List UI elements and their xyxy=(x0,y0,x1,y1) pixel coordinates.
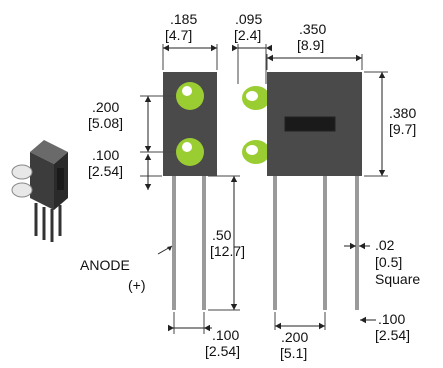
front-lens-top xyxy=(176,82,204,110)
iso-lens-bottom xyxy=(11,182,33,198)
front-lens-top-highlight xyxy=(182,86,192,96)
dimension-arrowhead xyxy=(204,324,210,332)
side-lead-mid xyxy=(323,176,327,310)
dimension-arrowhead xyxy=(378,72,386,78)
dimension-arrowhead xyxy=(144,184,152,190)
right-lead-in: .100 xyxy=(378,311,405,327)
dimension-arrowhead xyxy=(359,242,365,250)
dimension-arrowhead xyxy=(360,316,366,324)
side-lead-left xyxy=(273,176,277,310)
side-lead-right xyxy=(355,176,359,310)
front-lead-left xyxy=(172,176,176,310)
isometric-led-view xyxy=(11,140,68,242)
dimension-arrowhead xyxy=(356,54,362,62)
height-mm: [9.7] xyxy=(389,121,416,137)
side-lens-top-highlight xyxy=(246,91,258,101)
side-lead-mm: [5.1] xyxy=(280,345,307,361)
pitch-in: .200 xyxy=(92,99,119,115)
dimension-arrowhead xyxy=(275,322,281,330)
lead-len-in: .50 xyxy=(212,227,232,243)
front-lens-bottom xyxy=(176,138,204,166)
front-view xyxy=(163,72,217,310)
lead-len-mm: [12.7] xyxy=(210,243,245,259)
dimension-labels: .185 [4.7] .095 [2.4] .350 [8.9] .200 [5… xyxy=(80,11,420,361)
dimension-arrowhead xyxy=(144,146,152,152)
anode-label: ANODE xyxy=(80,257,130,273)
dimension-arrowhead xyxy=(211,44,217,52)
width-top-in: .185 xyxy=(170,11,197,27)
lead-spacing-mm: [2.54] xyxy=(205,343,240,359)
width-top-mm: [4.7] xyxy=(165,27,192,43)
right-lead-mm: [2.54] xyxy=(375,327,410,343)
dimension-arrowhead xyxy=(144,96,152,102)
iso-lens-top xyxy=(11,164,33,180)
dimension-arrowhead xyxy=(168,324,174,332)
lead-square-mm: [0.5] xyxy=(375,254,402,270)
lead-square-word: Square xyxy=(375,271,420,287)
front-lead-right xyxy=(202,176,206,310)
dimension-arrowhead xyxy=(378,170,386,176)
dimension-arrowhead xyxy=(232,44,238,52)
dimension-arrowhead xyxy=(230,176,238,182)
lower-mm: [2.54] xyxy=(88,163,123,179)
side-lead-in: .200 xyxy=(281,329,308,345)
dimension-arrowhead xyxy=(266,44,272,52)
iso-housing-front xyxy=(30,152,54,210)
lead-spacing-in: .100 xyxy=(212,327,239,343)
dimension-arrowhead xyxy=(230,304,238,310)
side-width-in: .350 xyxy=(299,21,326,37)
iso-housing-top xyxy=(30,140,68,164)
lower-in: .100 xyxy=(92,147,119,163)
side-slot xyxy=(284,116,336,132)
dimension-arrowhead xyxy=(144,154,152,160)
dimension-arrowhead xyxy=(163,44,169,52)
dimension-arrowhead xyxy=(267,54,273,62)
side-width-mm: [8.9] xyxy=(297,37,324,53)
dimension-arrowhead xyxy=(350,242,356,250)
side-view xyxy=(242,72,362,310)
iso-window xyxy=(57,168,64,190)
dimension-arrowhead xyxy=(167,246,172,251)
dimension-arrowhead xyxy=(319,322,325,330)
anode-sign: (+) xyxy=(128,277,146,293)
lens-prot-mm: [2.4] xyxy=(234,27,261,43)
front-lens-bottom-highlight xyxy=(182,142,192,152)
pitch-mm: [5.08] xyxy=(88,115,123,131)
lens-prot-in: .095 xyxy=(235,11,262,27)
side-lens-bottom-highlight xyxy=(246,145,258,155)
lead-square-in: .02 xyxy=(375,237,395,253)
height-in: .380 xyxy=(389,105,416,121)
